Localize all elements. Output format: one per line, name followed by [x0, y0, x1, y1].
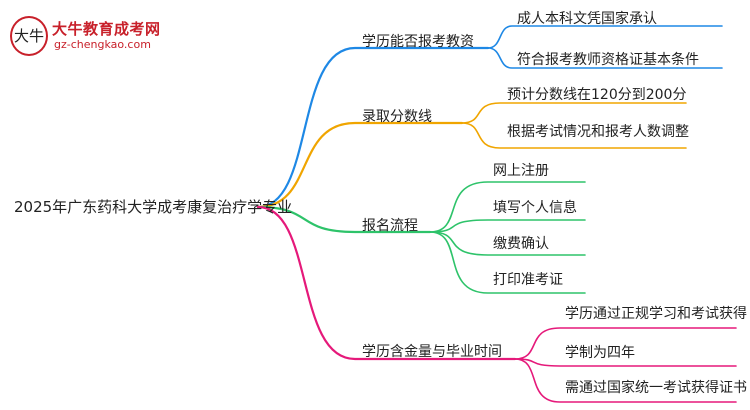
- leaf-3-3: 缴费确认: [493, 236, 549, 252]
- leaf-2-1: 预计分数线在120分到200分: [507, 87, 687, 103]
- leaf-3-4: 打印准考证: [493, 272, 563, 288]
- leaf-connector-1-1: [487, 25, 723, 49]
- branch-label-3: 报名流程: [362, 218, 418, 234]
- branch-connector-3: [256, 205, 432, 234]
- leaf-connector-4-2: [514, 358, 737, 367]
- leaf-connector-3-1: [429, 181, 586, 233]
- leaf-connector-1-2: [487, 47, 723, 69]
- leaf-connector-2-2: [461, 122, 687, 149]
- leaf-4-1: 学历通过正规学习和考试获得: [565, 306, 747, 322]
- leaf-2-2: 根据考试情况和报考人数调整: [507, 124, 689, 140]
- branch-label-2: 录取分数线: [362, 109, 432, 125]
- branch-label-4: 学历含金量与毕业时间: [362, 344, 502, 360]
- leaf-3-1: 网上注册: [493, 163, 549, 179]
- leaf-4-3: 需通过国家统一考试获得证书: [565, 380, 747, 396]
- branch-connector-2: [256, 121, 464, 209]
- branch-connector-4: [256, 205, 517, 361]
- root-topic: 2025年广东药科大学成考康复治疗学专业: [14, 198, 293, 216]
- leaf-1-2: 符合报考教师资格证基本条件: [517, 52, 699, 68]
- leaf-connector-3-3: [429, 231, 586, 256]
- leaf-connector-4-3: [514, 358, 737, 403]
- logo-emblem-icon: 大牛: [10, 16, 48, 56]
- logo-title: 大牛教育成考网: [52, 20, 161, 38]
- leaf-3-2: 填写个人信息: [493, 200, 577, 216]
- leaf-connector-3-4: [429, 231, 586, 294]
- leaf-4-2: 学制为四年: [565, 345, 635, 361]
- branch-connector-1: [256, 46, 490, 209]
- site-logo[interactable]: 大牛 大牛教育成考网 gz-chengkao.com: [4, 14, 174, 60]
- leaf-connector-3-2: [429, 219, 586, 233]
- leaf-connector-2-1: [461, 102, 687, 124]
- branch-label-1: 学历能否报考教资: [362, 34, 474, 50]
- leaf-1-1: 成人本科文凭国家承认: [517, 11, 657, 27]
- leaf-connector-4-1: [514, 327, 737, 360]
- logo-url: gz-chengkao.com: [54, 38, 151, 51]
